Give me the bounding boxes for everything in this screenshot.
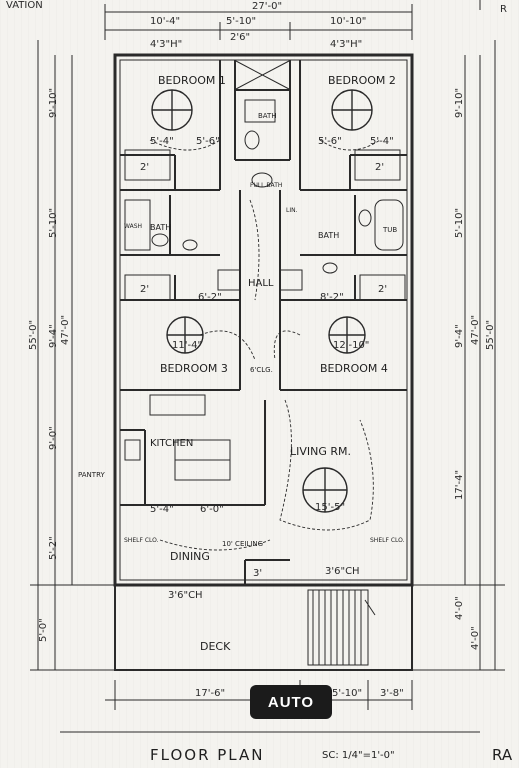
- door-dim-1: 4'3"H": [150, 39, 182, 50]
- bottom-dim-1: 17'-6": [195, 688, 225, 699]
- right-dim-6: 55'-0": [485, 320, 496, 350]
- header-top-left: VATION: [6, 0, 43, 11]
- right-dim-1: 9'-10": [454, 88, 465, 118]
- interior-dim-1: 5'-4": [150, 136, 174, 147]
- left-dim-2: 5'-10": [48, 208, 59, 238]
- kitchen-counters: [124, 394, 231, 481]
- room-label-bedroom2: BEDROOM 2: [328, 74, 396, 87]
- room-label-bath-right: BATH: [318, 231, 339, 240]
- right-dim-8: 4'-0": [470, 626, 481, 650]
- left-dim-4: 5'-2": [48, 536, 59, 560]
- door-dim-2: 4'3"H": [330, 39, 362, 50]
- linen-label: LIN.: [286, 207, 298, 214]
- side-dimension-lines: [30, 40, 505, 671]
- washer-label: WASH: [124, 223, 142, 230]
- room-label-bedroom4: BEDROOM 4: [320, 362, 388, 375]
- top-dim-3: 10'-10": [330, 16, 366, 27]
- interior-dim-5: 6'-2": [198, 292, 222, 303]
- left-dim-7: 47'-0": [60, 315, 71, 345]
- room-label-full-bath: FULL BATH: [250, 182, 282, 189]
- wiring-lines: [149, 139, 381, 551]
- ceiling-fans: [151, 89, 373, 513]
- top-dim-2: 5'-10": [226, 16, 256, 27]
- bottom-dim-3: 3'-8": [380, 688, 404, 699]
- auto-button[interactable]: AUTO: [250, 685, 332, 719]
- drawing-scale: SC: 1/4"=1'-0": [322, 750, 395, 761]
- tub-label: TUB: [382, 226, 397, 234]
- left-dim-8: 9'-0": [48, 426, 59, 450]
- pantry-label: PANTRY: [78, 471, 105, 479]
- deck-stairs: [307, 589, 376, 666]
- interior-dim-2: 5'-6": [196, 136, 220, 147]
- closet-mark-2: 2': [375, 162, 384, 173]
- interior-dim-12: 3'6"CH: [168, 590, 203, 601]
- room-label-hall: HALL: [248, 278, 274, 289]
- top-small-dim: 2'6": [230, 32, 250, 43]
- ceiling-note: 10' CEILING: [222, 540, 263, 548]
- room-label-living: LIVING RM.: [290, 445, 351, 458]
- footer-right-text: RA: [492, 746, 513, 764]
- interior-dim-7: 11'-4": [172, 340, 202, 351]
- overall-width-dim: 27'-0": [252, 1, 282, 12]
- room-label-kitchen: KITCHEN: [150, 438, 193, 449]
- right-dim-2: 5'-10": [454, 208, 465, 238]
- closets: [124, 149, 406, 301]
- bath-fixtures: [124, 99, 404, 274]
- room-label-dining: DINING: [170, 550, 210, 563]
- bottom-dim-2: 5'-10": [332, 688, 362, 699]
- interior-dim-3: 5'-6": [318, 136, 342, 147]
- room-label-bath-top: BATH: [258, 112, 277, 120]
- closet-ceiling-note: 6'CLG.: [250, 366, 273, 374]
- right-dim-5: 4'-0": [454, 596, 465, 620]
- right-dim-7: 47'-0": [470, 315, 481, 345]
- room-label-bath-left: BATH: [150, 223, 171, 232]
- interior-dim-9: 15'-5": [315, 502, 345, 513]
- drawing-title: FLOOR PLAN: [150, 746, 264, 764]
- interior-dim-4: 5'-4": [370, 136, 394, 147]
- shelf-closet-left: SHELF CLO.: [124, 537, 159, 544]
- right-dim-4: 17'-4": [454, 470, 465, 500]
- interior-walls: [120, 60, 407, 585]
- header-top-right: R: [500, 4, 507, 15]
- left-dim-5: 5'-0": [38, 618, 49, 642]
- room-label-bedroom3: BEDROOM 3: [160, 362, 228, 375]
- interior-dim-14: 3': [253, 568, 262, 579]
- closet-mark-4: 2': [378, 284, 387, 295]
- interior-dim-6: 8'-2": [320, 292, 344, 303]
- top-dimension-lines: [104, 0, 481, 40]
- shelf-closet-right: SHELF CLO.: [370, 537, 405, 544]
- closet-mark-3: 2': [140, 284, 149, 295]
- interior-dim-11: 5'-4": [150, 504, 174, 515]
- interior-dim-10: 6'-0": [200, 504, 224, 515]
- exterior-walls: [113, 53, 414, 671]
- left-dim-6: 55'-0": [28, 320, 39, 350]
- closet-mark-1: 2': [140, 162, 149, 173]
- left-dim-1: 9'-10": [48, 88, 59, 118]
- room-label-bedroom1: BEDROOM 1: [158, 74, 226, 87]
- right-dim-3: 9'-4": [454, 324, 465, 348]
- interior-dim-13: 3'6"CH: [325, 566, 360, 577]
- interior-dim-8: 12'-10": [333, 340, 369, 351]
- room-label-deck: DECK: [200, 640, 231, 653]
- left-dim-3: 9'-4": [48, 324, 59, 348]
- top-dim-1: 10'-4": [150, 16, 180, 27]
